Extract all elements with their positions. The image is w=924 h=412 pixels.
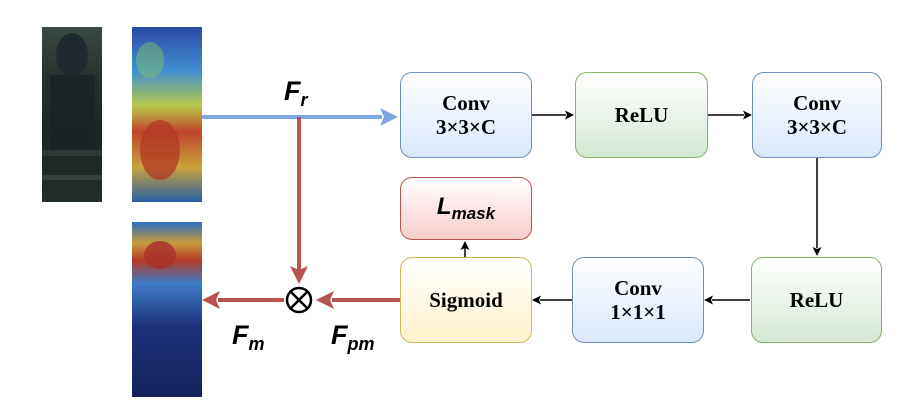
branch-arrow: [290, 117, 308, 284]
heatmap-photo-masked: [132, 222, 202, 397]
input-arrow: [202, 108, 398, 126]
fm-label: Fm: [232, 320, 265, 354]
conv-3x3-box-2-kernel: 3×3×C: [786, 115, 848, 139]
mask-loss-base: L: [436, 193, 452, 221]
person-photo: [42, 27, 102, 202]
fpm-label: Fpm: [331, 320, 375, 354]
mask-loss-box: Lmask: [400, 177, 532, 240]
conv-3x3-box-1-kernel: 3×3×C: [435, 115, 497, 139]
output-arrow: [202, 291, 284, 309]
multiply-operator: [285, 286, 313, 314]
relu-box-1-title: ReLU: [614, 102, 669, 127]
relu-box-1: ReLU: [575, 72, 708, 158]
fr-label-sub: r: [300, 90, 308, 110]
arrow-relu2-conv3: [704, 295, 750, 305]
arrow-conv2-relu2: [812, 158, 822, 256]
conv-1x1-box-kernel: 1×1×1: [610, 300, 666, 324]
conv-1x1-box-title: Conv: [614, 275, 662, 300]
fm-label-base: F: [232, 320, 249, 350]
conv-3x3-box-1-title: Conv: [442, 90, 490, 115]
fpm-label-base: F: [331, 320, 348, 350]
fr-label: Fr: [284, 76, 308, 110]
arrow-conv1-relu1: [532, 110, 574, 120]
conv-3x3-box-1: Conv 3×3×C: [400, 72, 532, 158]
sigmoid-to-multiply-arrow: [316, 291, 400, 309]
heatmap-photo-full: [132, 27, 202, 202]
conv-3x3-box-2-title: Conv: [793, 90, 841, 115]
relu-box-2: ReLU: [751, 257, 882, 343]
conv-3x3-box-2: Conv 3×3×C: [752, 72, 882, 158]
fm-label-sub: m: [248, 334, 265, 354]
relu-box-2-title: ReLU: [789, 287, 844, 312]
fpm-label-sub: pm: [347, 334, 375, 354]
sigmoid-box-title: Sigmoid: [429, 287, 503, 312]
mask-loss-label: Lmask: [437, 193, 495, 224]
arrow-relu1-conv2: [708, 110, 752, 120]
mask-loss-sub: mask: [451, 204, 496, 224]
arrow-conv3-sigmoid: [532, 295, 572, 305]
arrow-sigmoid-lmask: [460, 241, 470, 257]
sigmoid-box: Sigmoid: [400, 257, 532, 343]
conv-1x1-box: Conv 1×1×1: [572, 257, 704, 343]
fr-label-base: F: [284, 76, 301, 106]
